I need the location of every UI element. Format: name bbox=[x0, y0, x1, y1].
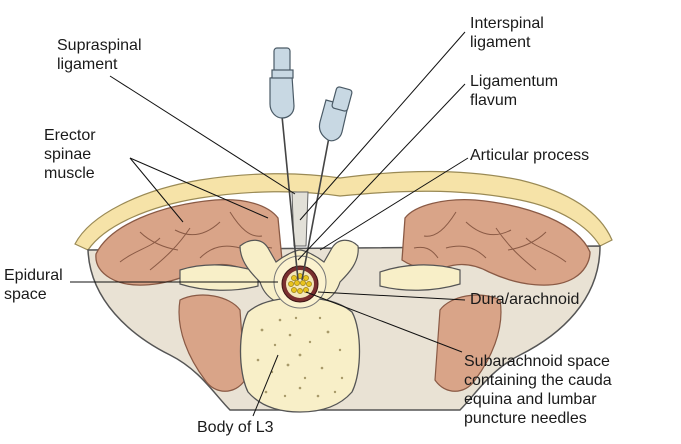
label-epidural-space: Epidural space bbox=[4, 266, 63, 304]
label-ligamentum-flavum: Ligamentum flavum bbox=[470, 72, 558, 110]
label-articular-process: Articular process bbox=[470, 146, 589, 165]
leader-supraspinal bbox=[110, 76, 295, 194]
label-interspinal-ligament: Interspinal ligament bbox=[470, 14, 544, 52]
left-psoas-muscle bbox=[179, 295, 245, 391]
label-subarachnoid-space: Subarachnoid space containing the cauda … bbox=[464, 352, 612, 428]
label-erector-spinae-muscle: Erector spinae muscle bbox=[44, 126, 96, 183]
label-body-of-l3: Body of L3 bbox=[197, 418, 274, 437]
label-supraspinal-ligament: Supraspinal ligament bbox=[57, 36, 142, 74]
right-transverse-process bbox=[380, 265, 460, 290]
label-dura-arachnoid: Dura/arachnoid bbox=[470, 290, 579, 309]
left-transverse-process bbox=[180, 265, 258, 290]
